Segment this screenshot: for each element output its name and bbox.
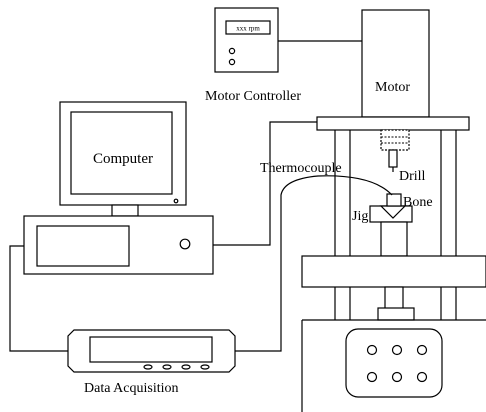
data-acquisition-display xyxy=(89,336,213,363)
drill-bit xyxy=(388,149,398,168)
motor-label: Motor xyxy=(375,80,410,95)
panel-button-1 xyxy=(366,344,378,356)
controller-knob-1 xyxy=(228,47,236,55)
drill-press-frame xyxy=(301,9,486,412)
monitor-power-led xyxy=(173,198,179,204)
motor-controller-box xyxy=(214,7,279,73)
base-control-panel xyxy=(345,328,443,398)
drill-chuck xyxy=(380,129,410,151)
disk-drive-panel xyxy=(36,225,130,267)
panel-button-3 xyxy=(416,344,428,356)
rpm-display-text: xxx rpm xyxy=(236,25,260,33)
drill-label: Drill xyxy=(399,169,426,184)
daq-button-3 xyxy=(181,364,191,370)
motor-box xyxy=(361,9,430,118)
feed-screw xyxy=(384,286,404,311)
motor-controller-unit: xxx rpm xyxy=(214,7,279,73)
computer-motor-cable xyxy=(213,121,317,246)
jig-label: Jig xyxy=(352,209,368,224)
panel-button-4 xyxy=(366,371,378,383)
daq-button-4 xyxy=(200,364,210,370)
computer-power-button xyxy=(179,238,191,250)
panel-button-5 xyxy=(391,371,403,383)
motor-controller-label: Motor Controller xyxy=(205,89,301,104)
feed-screw-collar xyxy=(377,307,415,321)
thermocouple-wire xyxy=(235,175,393,352)
panel-button-6 xyxy=(416,371,428,383)
jig-pedestal xyxy=(380,221,408,257)
daq-button-1 xyxy=(143,364,153,370)
data-acquisition-label: Data Acquisition xyxy=(84,381,179,396)
thermocouple-label: Thermocouple xyxy=(260,161,342,176)
monitor-neck xyxy=(111,204,139,217)
bone-label: Bone xyxy=(403,195,433,210)
monitor-screen xyxy=(70,111,173,195)
computer-unit xyxy=(23,101,214,275)
computer-daq-cable xyxy=(9,245,68,352)
rpm-display xyxy=(225,20,271,35)
daq-button-2 xyxy=(162,364,172,370)
data-acquisition-unit xyxy=(67,329,236,373)
panel-button-2 xyxy=(391,344,403,356)
computer-label: Computer xyxy=(93,151,153,167)
drill-table xyxy=(301,255,486,288)
controller-knob-2 xyxy=(228,58,236,66)
bone-specimen xyxy=(386,193,402,207)
frame-crossbar xyxy=(316,116,470,131)
